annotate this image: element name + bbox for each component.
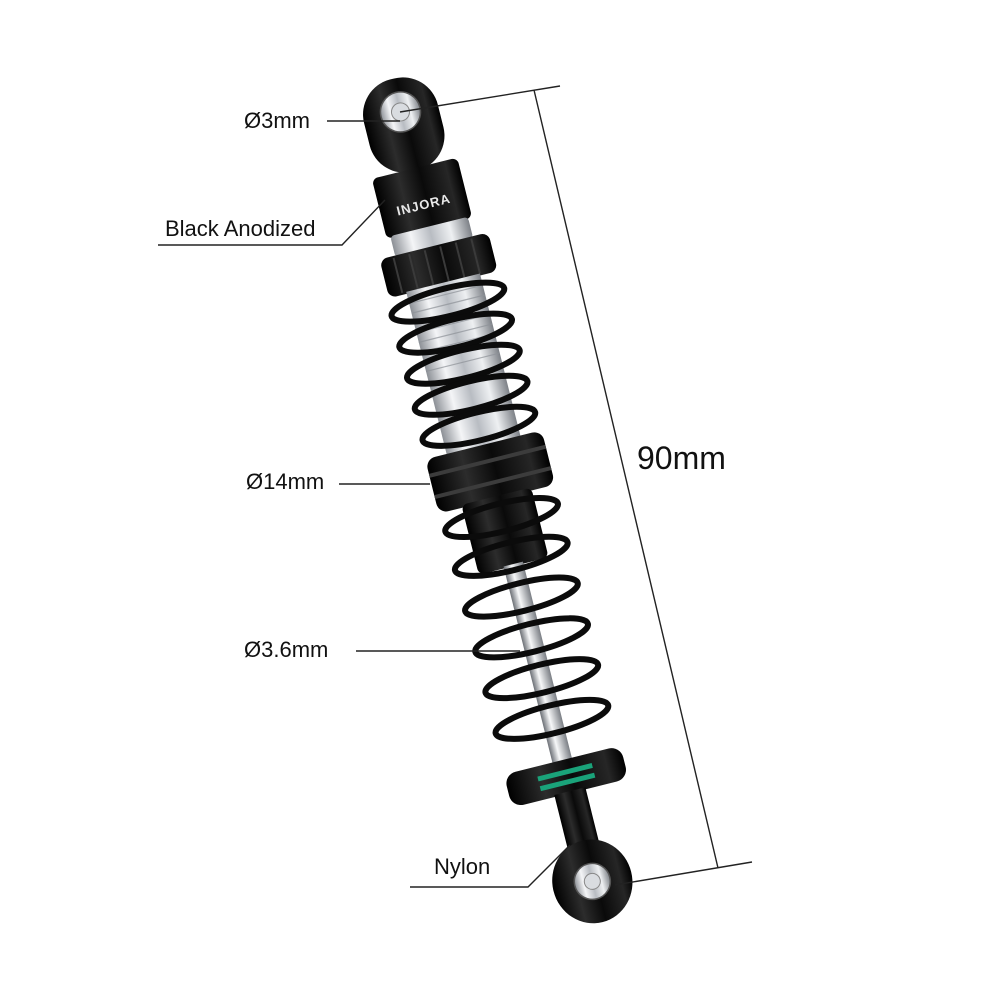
leader-nylon — [410, 844, 571, 888]
label-body-diameter: Ø14mm — [246, 469, 325, 494]
label-shaft-diameter: Ø3.6mm — [244, 637, 329, 662]
label-length: 90mm — [637, 440, 726, 476]
body-cap — [373, 158, 471, 238]
green-o-ring — [537, 763, 593, 782]
label-lower-material: Nylon — [434, 854, 491, 879]
coil-spring — [388, 279, 612, 742]
extension-line-bottom — [614, 861, 753, 886]
shock-body: INJORA — [363, 77, 633, 924]
leader-finish — [158, 199, 386, 246]
label-eye-diameter: Ø3mm — [244, 108, 310, 133]
extension-line-top — [399, 85, 561, 113]
label-finish: Black Anodized — [165, 216, 316, 241]
silver-collar — [391, 217, 473, 257]
spring-retainer — [506, 748, 626, 806]
preload-ring — [381, 233, 497, 297]
dimension-line — [533, 89, 719, 869]
